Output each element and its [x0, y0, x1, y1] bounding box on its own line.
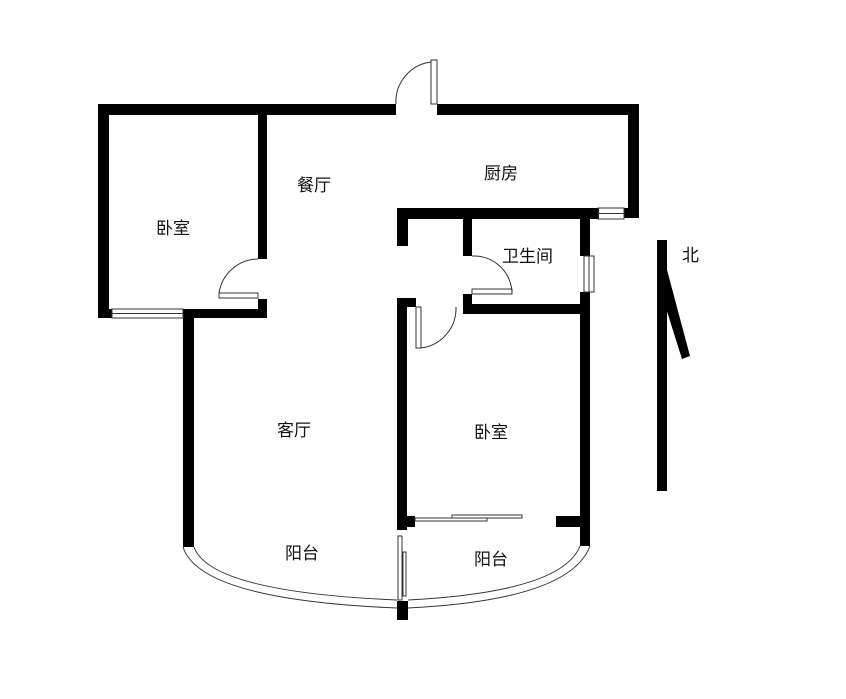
- doors: [218, 59, 513, 601]
- room-label-bathroom: 卫生间: [502, 247, 553, 267]
- room-label-bedroom-left: 卧室: [156, 219, 190, 239]
- room-label-bedroom-right: 卧室: [474, 423, 508, 443]
- walls: [98, 104, 639, 620]
- room-label-living: 客厅: [277, 421, 311, 441]
- compass-label: 北: [682, 246, 699, 266]
- sliding-door: [414, 514, 523, 522]
- compass-arrow: [657, 240, 690, 491]
- room-label-balcony-right: 阳台: [474, 550, 508, 570]
- room-label-kitchen: 厨房: [484, 164, 518, 184]
- room-label-balcony-left: 阳台: [285, 544, 319, 564]
- room-label-dining: 餐厅: [297, 176, 331, 196]
- windows: [111, 207, 625, 319]
- balcony-railing: [182, 545, 591, 609]
